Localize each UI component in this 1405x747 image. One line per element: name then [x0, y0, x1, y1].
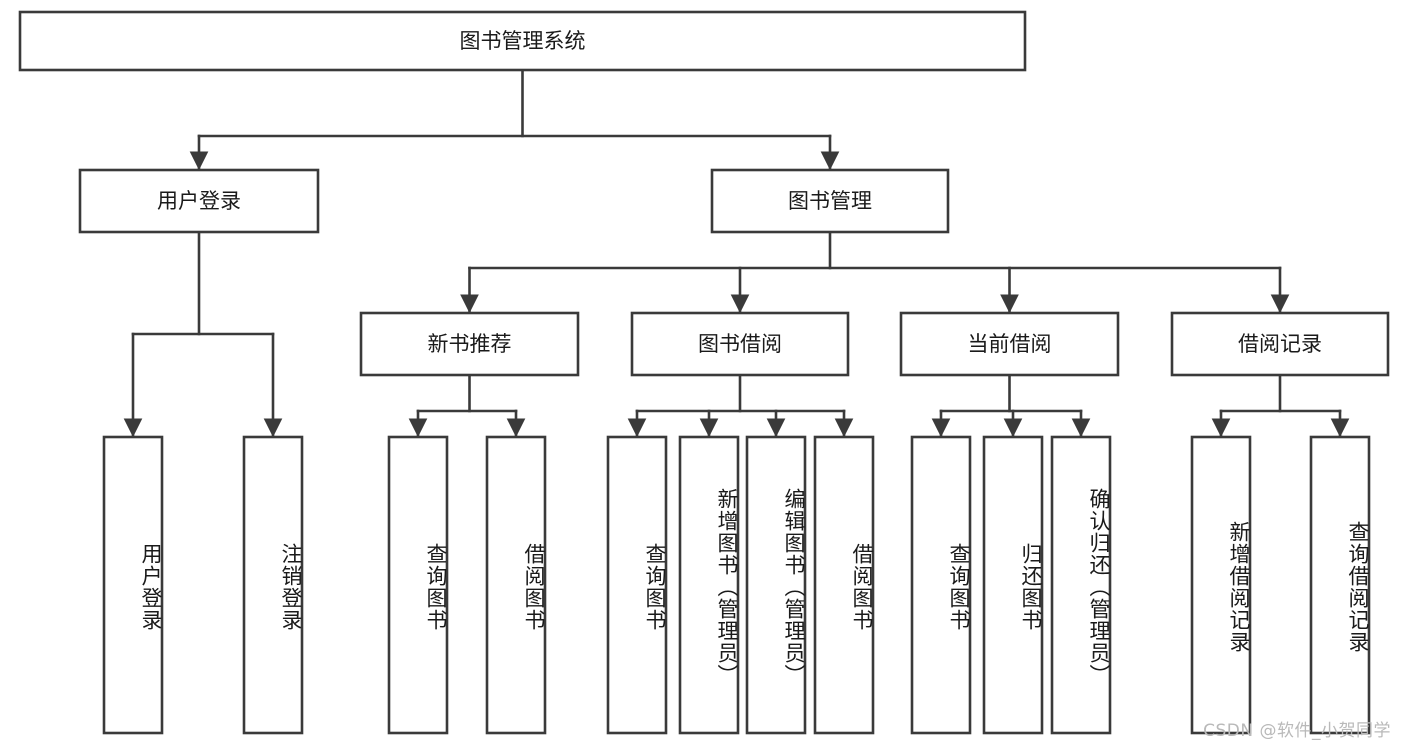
- node-leaf-borrow-book-recommend[interactable]: [485, 435, 547, 735]
- node-box-root: [18, 10, 1027, 72]
- node-leaf-return-book[interactable]: [982, 435, 1044, 735]
- node-box-leaf-borrow-book-recommend: [485, 435, 547, 735]
- node-label-new-book-recommend: 新书推荐: [428, 332, 512, 356]
- node-box-leaf-add-book-admin: [678, 435, 740, 735]
- node-leaf-user-login[interactable]: [102, 435, 164, 735]
- node-box-new-book-recommend: [359, 311, 580, 377]
- node-leaf-confirm-return-admin[interactable]: [1050, 435, 1112, 735]
- node-leaf-query-book-recommend[interactable]: [387, 435, 449, 735]
- node-box-leaf-query-book-borrow: [606, 435, 668, 735]
- node-box-book-borrow: [630, 311, 850, 377]
- node-label-borrow-record: 借阅记录: [1238, 332, 1322, 356]
- node-leaf-add-borrow-record[interactable]: [1190, 435, 1252, 735]
- node-leaf-query-book-current[interactable]: [910, 435, 972, 735]
- node-label-root: 图书管理系统: [460, 29, 586, 53]
- node-leaf-borrow-book[interactable]: [813, 435, 875, 735]
- node-label-book-management: 图书管理: [788, 189, 872, 213]
- node-user-login[interactable]: 用户登录: [78, 168, 320, 234]
- node-box-leaf-query-book-current: [910, 435, 972, 735]
- node-box-leaf-return-book: [982, 435, 1044, 735]
- node-box-leaf-add-borrow-record: [1190, 435, 1252, 735]
- watermark-text: CSDN @软件_小贺同学: [1203, 721, 1391, 741]
- node-box-book-management: [710, 168, 950, 234]
- node-label-user-login: 用户登录: [157, 189, 241, 213]
- node-leaf-logout[interactable]: [242, 435, 304, 735]
- node-new-book-recommend[interactable]: 新书推荐: [359, 311, 580, 377]
- node-root[interactable]: 图书管理系统: [18, 10, 1027, 72]
- node-leaf-add-book-admin[interactable]: [678, 435, 740, 735]
- connector-layer: [123, 68, 1350, 438]
- node-current-borrow[interactable]: 当前借阅: [899, 311, 1120, 377]
- node-box-leaf-logout: [242, 435, 304, 735]
- node-leaf-query-book-borrow[interactable]: [606, 435, 668, 735]
- node-label-book-borrow: 图书借阅: [698, 332, 782, 356]
- node-box-borrow-record: [1170, 311, 1390, 377]
- node-box-leaf-confirm-return-admin: [1050, 435, 1112, 735]
- node-book-borrow[interactable]: 图书借阅: [630, 311, 850, 377]
- node-box-current-borrow: [899, 311, 1120, 377]
- node-leaf-edit-book-admin[interactable]: [745, 435, 807, 735]
- node-leaf-query-borrow-record[interactable]: [1309, 435, 1371, 735]
- node-box-leaf-query-borrow-record: [1309, 435, 1371, 735]
- node-borrow-record[interactable]: 借阅记录: [1170, 311, 1390, 377]
- node-box-user-login: [78, 168, 320, 234]
- node-box-leaf-user-login: [102, 435, 164, 735]
- node-label-current-borrow: 当前借阅: [968, 332, 1052, 356]
- node-box-leaf-edit-book-admin: [745, 435, 807, 735]
- node-book-management[interactable]: 图书管理: [710, 168, 950, 234]
- node-box-leaf-query-book-recommend: [387, 435, 449, 735]
- node-box-leaf-borrow-book: [813, 435, 875, 735]
